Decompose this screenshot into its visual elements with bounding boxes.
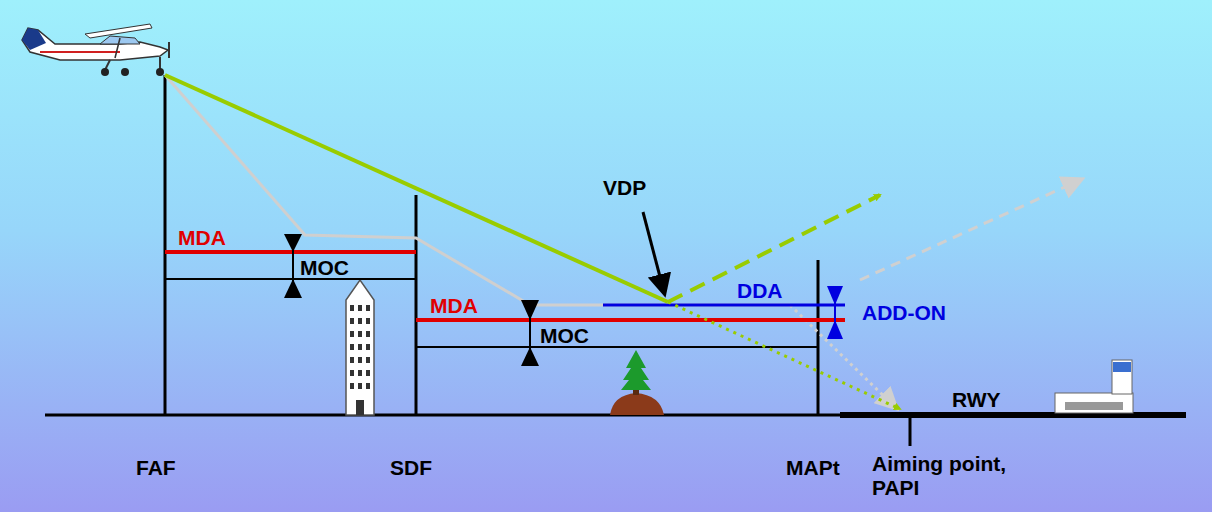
- altitude-label: DDA: [737, 279, 783, 303]
- point-label: Aiming point, PAPI: [872, 452, 1022, 500]
- fix-label: FAF: [136, 456, 176, 480]
- point-label: VDP: [603, 176, 646, 200]
- altitude-label: MDA: [430, 294, 478, 318]
- fix-label: SDF: [390, 456, 432, 480]
- runway-label: RWY: [952, 388, 1001, 412]
- clearance-label: MOC: [300, 256, 349, 280]
- altitude-label: MDA: [178, 226, 226, 250]
- clearance-label: MOC: [540, 324, 589, 348]
- fix-label: MAPt: [786, 456, 840, 480]
- margin-label: ADD-ON: [862, 301, 946, 325]
